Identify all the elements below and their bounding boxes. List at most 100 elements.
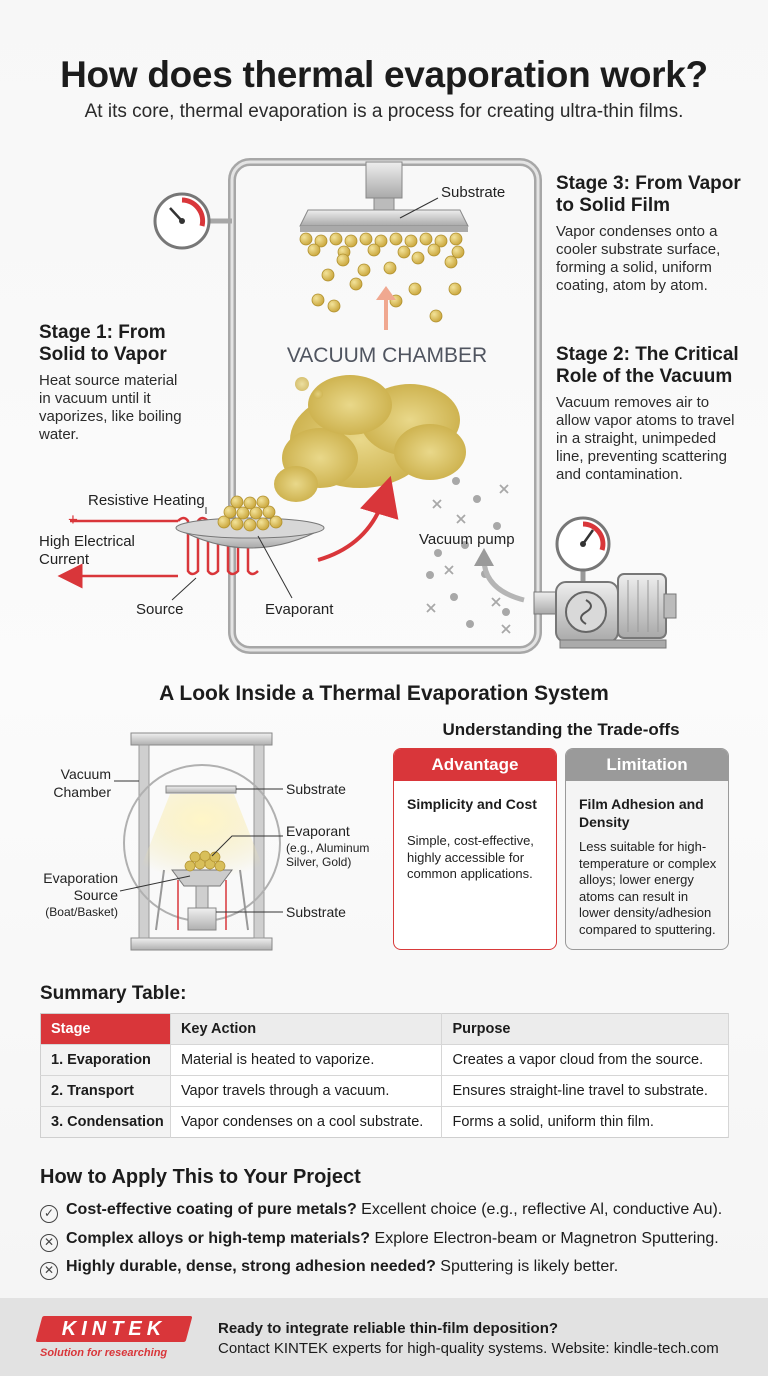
condensed-film-atoms [299,232,465,323]
vacuum-chamber-label: Vacuum [61,766,111,782]
apply-item: ✓Cost-effective coating of pure metals? … [40,1199,723,1223]
check-circle-icon: ✓ [40,1205,58,1223]
limitation-subtitle: Film Adhesion and [579,796,704,812]
evaporation-source-label: Source [74,887,119,903]
evaporation-process-diagram: VACUUM CHAMBER Substrate Resistive Heati… [39,158,677,654]
stage2-desc-line: line, preventing scattering [556,448,727,465]
stage1-desc-line: water. [39,426,80,443]
apply-item-text: Excellent choice (e.g., reflective Al, c… [356,1201,723,1218]
limitation-body-line: compared to sputtering. [579,921,716,937]
stage2-desc-line: in a straight, unimpeded [556,430,717,447]
vacuum-chamber-label: Chamber [53,784,111,800]
apply-item-bold: Complex alloys or high-temp materials? [66,1230,371,1247]
footer-cta-heading: Ready to integrate reliable thin-film de… [218,1320,559,1337]
limitation-header: Limitation [566,749,728,781]
stage3-desc-line: cooler substrate surface, [556,241,721,258]
limitation-body-line: temperature or complex [579,855,717,871]
advantage-subtitle: Simplicity and Cost [407,796,537,812]
vacuum-pump-label: Vacuum pump [419,531,515,548]
apply-title: How to Apply This to Your Project [40,1166,361,1188]
section2-title: A Look Inside a Thermal Evaporation Syst… [159,682,609,705]
current-label-line2: Current [39,551,90,568]
summary-table: Stage Key Action Purpose 1. Evaporation … [40,1013,729,1138]
stage3-desc-line: coating, atom by atom. [556,277,708,294]
table-header: Stage [40,1013,171,1045]
apply-item: ✕Complex alloys or high-temp materials? … [40,1228,719,1252]
table-cell: Vapor condenses on a cool substrate. [170,1106,443,1138]
advantage-body-line: Simple, cost-effective, [407,833,534,848]
stage2-desc-line: Vacuum removes air to [556,394,710,411]
x-circle-icon: ✕ [40,1262,58,1280]
substrate-bottom-label: Substrate [286,904,346,920]
stage1-desc-line: in vacuum until it [39,390,151,407]
table-row: 3. Condensation Vapor condenses on a coo… [40,1106,729,1138]
table-cell: Creates a vapor cloud from the source. [441,1044,729,1076]
stage3-block: Stage 3: From Vapor to Solid Film Vapor … [556,173,741,295]
table-cell: Ensures straight-line travel to substrat… [441,1075,729,1107]
limitation-body-line: lower density/adhesion [579,905,712,920]
apply-item-bold: Cost-effective coating of pure metals? [66,1201,357,1218]
table-cell: 1. Evaporation [40,1044,171,1076]
limitation-body-line: atoms can result in [579,888,689,904]
x-circle-icon: ✕ [40,1234,58,1252]
logo-tagline: Solution for researching [40,1347,168,1359]
pressure-gauge-icon [153,192,232,250]
plus-sign: + [68,510,78,529]
substrate-holder [299,161,469,232]
vapor-cloud [274,375,466,502]
table-cell: Forms a solid, uniform thin film. [441,1106,729,1138]
resistive-heating-label: Resistive Heating [88,492,205,509]
table-row: 2. Transport Vapor travels through a vac… [40,1075,729,1107]
advantage-body-line: common applications. [407,866,533,881]
evaporant-label: Evaporant [286,823,350,839]
advantage-header: Advantage [394,749,556,781]
table-header: Purpose [441,1013,729,1045]
evaporant-examples: (e.g., Aluminum, [286,841,370,855]
advantage-body-line: highly accessible for [407,849,525,865]
table-cell: Vapor travels through a vacuum. [170,1075,443,1107]
stage1-title-line2: Solid to Vapor [39,344,167,365]
stage1-desc-line: vaporizes, like boiling [39,408,182,425]
chamber-label: VACUUM CHAMBER [287,344,487,367]
stage3-title-line2: to Solid Film [556,195,670,216]
table-header: Key Action [170,1013,443,1045]
gas-molecules-x [426,484,547,634]
footer: KINTEK Solution for researching Ready to… [0,1298,768,1376]
stage2-desc-line: and contamination. [556,466,683,483]
substrate-top-label: Substrate [286,781,346,797]
table-cell: 2. Transport [40,1075,171,1107]
stage1-block: Stage 1: From Solid to Vapor Heat source… [39,322,182,444]
footer-cta-text: Contact KINTEK experts for high-quality … [218,1340,719,1357]
apply-item: ✕ Highly durable, dense, strong adhesion … [40,1256,618,1280]
table-row: 1. Evaporation Material is heated to vap… [40,1044,729,1076]
page-title: How does thermal evaporation work? [60,54,708,95]
evaporation-source-label: Evaporation [43,870,118,886]
vacuum-pump-icon [533,516,677,649]
current-label-line1: High Electrical [39,533,135,550]
page-subtitle: At its core, thermal evaporation is a pr… [84,101,684,122]
stage3-desc-line: Vapor condenses onto a [556,223,718,240]
table-cell: Material is heated to vaporize. [170,1044,443,1076]
evaporant-pellets [217,495,283,532]
evaporant-label: Evaporant [265,601,334,618]
summary-title: Summary Table: [40,983,187,1004]
advantage-card: Advantage Simplicity and Cost Simple, co… [393,748,557,950]
stage1-desc-line: Heat source material [39,372,178,389]
limitation-subtitle: Density [579,814,630,830]
limitation-card: Limitation Film Adhesion and Density Les… [565,748,729,950]
residual-gas-particles [426,477,510,628]
limitation-body-line: alloys; lower energy [579,872,694,887]
stage3-desc-line: forming a solid, uniform [556,259,712,276]
stage2-desc-line: allow vapor atoms to travel [556,412,735,429]
apply-item-text: Explore Electron-beam or Magnetron Sputt… [370,1230,719,1247]
evaporation-source-label: (Boat/Basket) [45,905,118,919]
limitation-body-line: Less suitable for high- [579,839,707,854]
table-cell: 3. Condensation [40,1106,171,1138]
stage2-title-line1: Stage 2: The Critical [556,344,739,365]
system-cross-section-diagram: Vacuum Chamber Substrate Evaporant (e.g.… [43,732,370,951]
stage3-title-line1: Stage 3: From Vapor [556,173,741,194]
evaporant-examples: Silver, Gold) [286,855,351,869]
apply-item-bold: Highly durable, dense, strong adhesion n… [66,1258,436,1275]
stage2-title-line2: Role of the Vacuum [556,366,733,387]
logo-text: KINTEK [61,1318,167,1340]
